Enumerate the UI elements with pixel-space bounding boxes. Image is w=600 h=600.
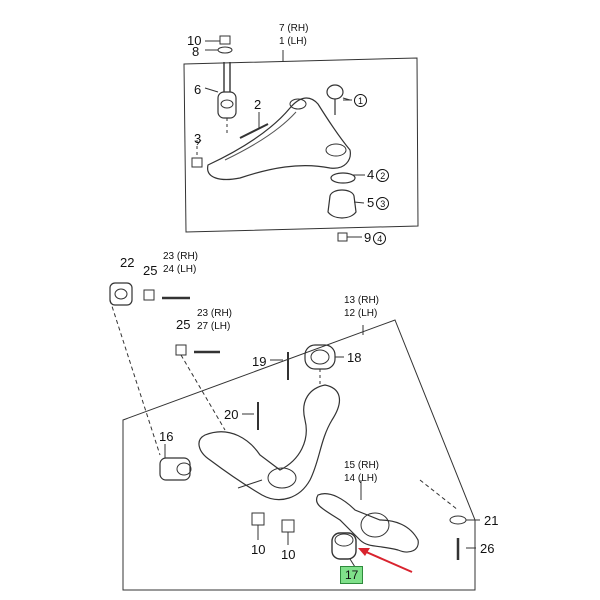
label-23-rh-b: 23 (RH) [197, 308, 233, 319]
label-7-rh: 7 (RH) [279, 23, 309, 34]
label-15-rh: 15 (RH) [344, 460, 380, 471]
callout-1-circled: 1 [352, 93, 367, 108]
callout-3: 3 [194, 131, 202, 146]
callout-20: 20 [224, 407, 239, 422]
callout-22: 22 [120, 255, 135, 270]
callout-10: 10 [187, 33, 202, 48]
callout-17-highlighted: 17 [340, 566, 364, 584]
stabilizer-bushing [109, 282, 133, 306]
callout-8: 8 [192, 44, 200, 59]
snap-ring [330, 172, 356, 184]
label-12-lh: 12 (LH) [344, 308, 378, 319]
callout-26: 26 [480, 541, 495, 556]
label-24-lh: 24 (LH) [163, 264, 197, 275]
lower-control-arm [198, 384, 341, 501]
callout-18: 18 [347, 350, 362, 365]
callout-2: 2 [254, 97, 262, 112]
dust-boot [327, 189, 357, 219]
callout-10-b2: 10 [281, 547, 296, 562]
ball-joint [326, 84, 344, 100]
upper-arm-box [183, 57, 419, 233]
highlighted-bushing [331, 532, 357, 560]
label-23-rh-a: 23 (RH) [163, 251, 199, 262]
front-bushing [159, 457, 191, 481]
callout-10-b1: 10 [251, 542, 266, 557]
callout-6: 6 [194, 82, 202, 97]
pointer-arrow [363, 550, 413, 573]
callout-19: 19 [252, 354, 267, 369]
circled-1: 1 [354, 94, 367, 108]
rear-bushing [304, 344, 336, 370]
circled-2: 2 [376, 169, 390, 183]
callout-16: 16 [159, 429, 174, 444]
callout-25b: 25 [176, 317, 191, 332]
label-1-lh: 1 (LH) [279, 36, 307, 47]
label-13-rh: 13 (RH) [344, 295, 380, 306]
label-14-lh: 14 (LH) [344, 473, 378, 484]
callout-21: 21 [484, 513, 499, 528]
upper-control-arm [207, 97, 351, 181]
circled-4: 4 [373, 232, 387, 246]
lower-arm-rear [316, 493, 419, 553]
label-27-lh: 27 (LH) [197, 321, 231, 332]
lower-arm-box [122, 319, 476, 591]
callout-25a: 25 [143, 263, 158, 278]
circled-3: 3 [376, 197, 390, 211]
